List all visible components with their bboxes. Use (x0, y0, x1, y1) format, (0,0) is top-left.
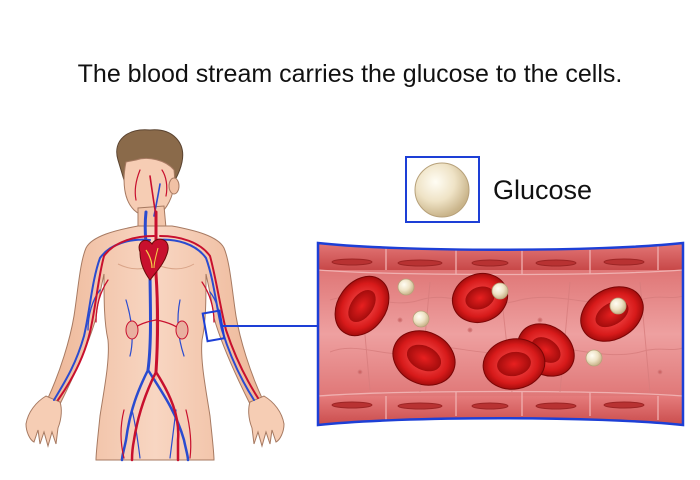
glucose-legend-swatch (414, 162, 470, 218)
blood-vessel-magnified (316, 241, 685, 427)
left-hand (25, 395, 62, 448)
right-kidney (175, 320, 189, 340)
human-body-figure (25, 129, 285, 462)
red-blood-cell (580, 286, 644, 342)
red-blood-cell (334, 275, 390, 337)
glucose-legend (405, 156, 480, 223)
arteries (57, 169, 259, 462)
glucose-molecule (609, 297, 627, 315)
forearm-highlight-box (201, 309, 226, 343)
glucose-legend-label: Glucose (493, 175, 593, 205)
glucose-molecule (491, 282, 509, 300)
glucose-molecules (397, 278, 627, 367)
right-hand (248, 395, 285, 448)
heart (138, 238, 169, 281)
glucose-molecule (585, 349, 603, 367)
left-kidney (125, 320, 139, 340)
vessel-outline (316, 241, 685, 427)
red-blood-cell (482, 338, 546, 390)
red-blood-cells (334, 272, 644, 390)
caption: The blood stream carries the glucose to … (77, 60, 623, 88)
torso (47, 225, 263, 461)
glucose-molecule (397, 278, 415, 296)
glucose-molecule (412, 310, 430, 328)
red-blood-cell (392, 330, 456, 386)
